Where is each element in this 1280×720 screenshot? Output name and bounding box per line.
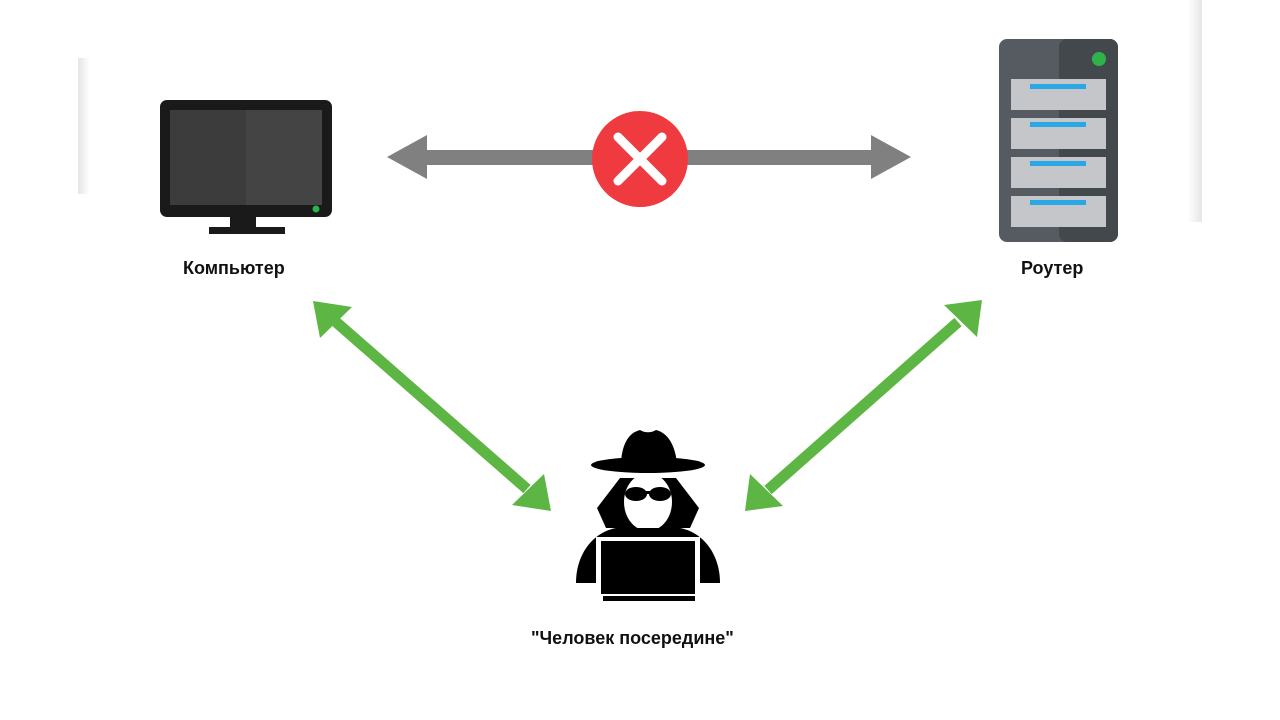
server-drive: [1011, 196, 1106, 227]
server-drive: [1011, 118, 1106, 149]
router-label: Роутер: [1021, 258, 1084, 278]
edge-shadow-right: [1188, 0, 1202, 222]
server-status-led: [1092, 52, 1106, 66]
attacker-label: "Человек посередине": [531, 628, 734, 648]
server-drive: [1011, 79, 1106, 110]
computer-monitor-icon: [160, 100, 332, 234]
computer-label: Компьютер: [183, 258, 285, 278]
blocked-x-icon: [592, 111, 688, 207]
server-drive: [1011, 157, 1106, 188]
edge-shadow-left: [78, 58, 90, 194]
computer-attacker-arrow: [313, 301, 551, 511]
power-led: [312, 205, 320, 213]
hacker-spy-icon: [576, 430, 720, 601]
server-rack-icon: [999, 39, 1118, 242]
router-attacker-arrow: [745, 300, 982, 511]
